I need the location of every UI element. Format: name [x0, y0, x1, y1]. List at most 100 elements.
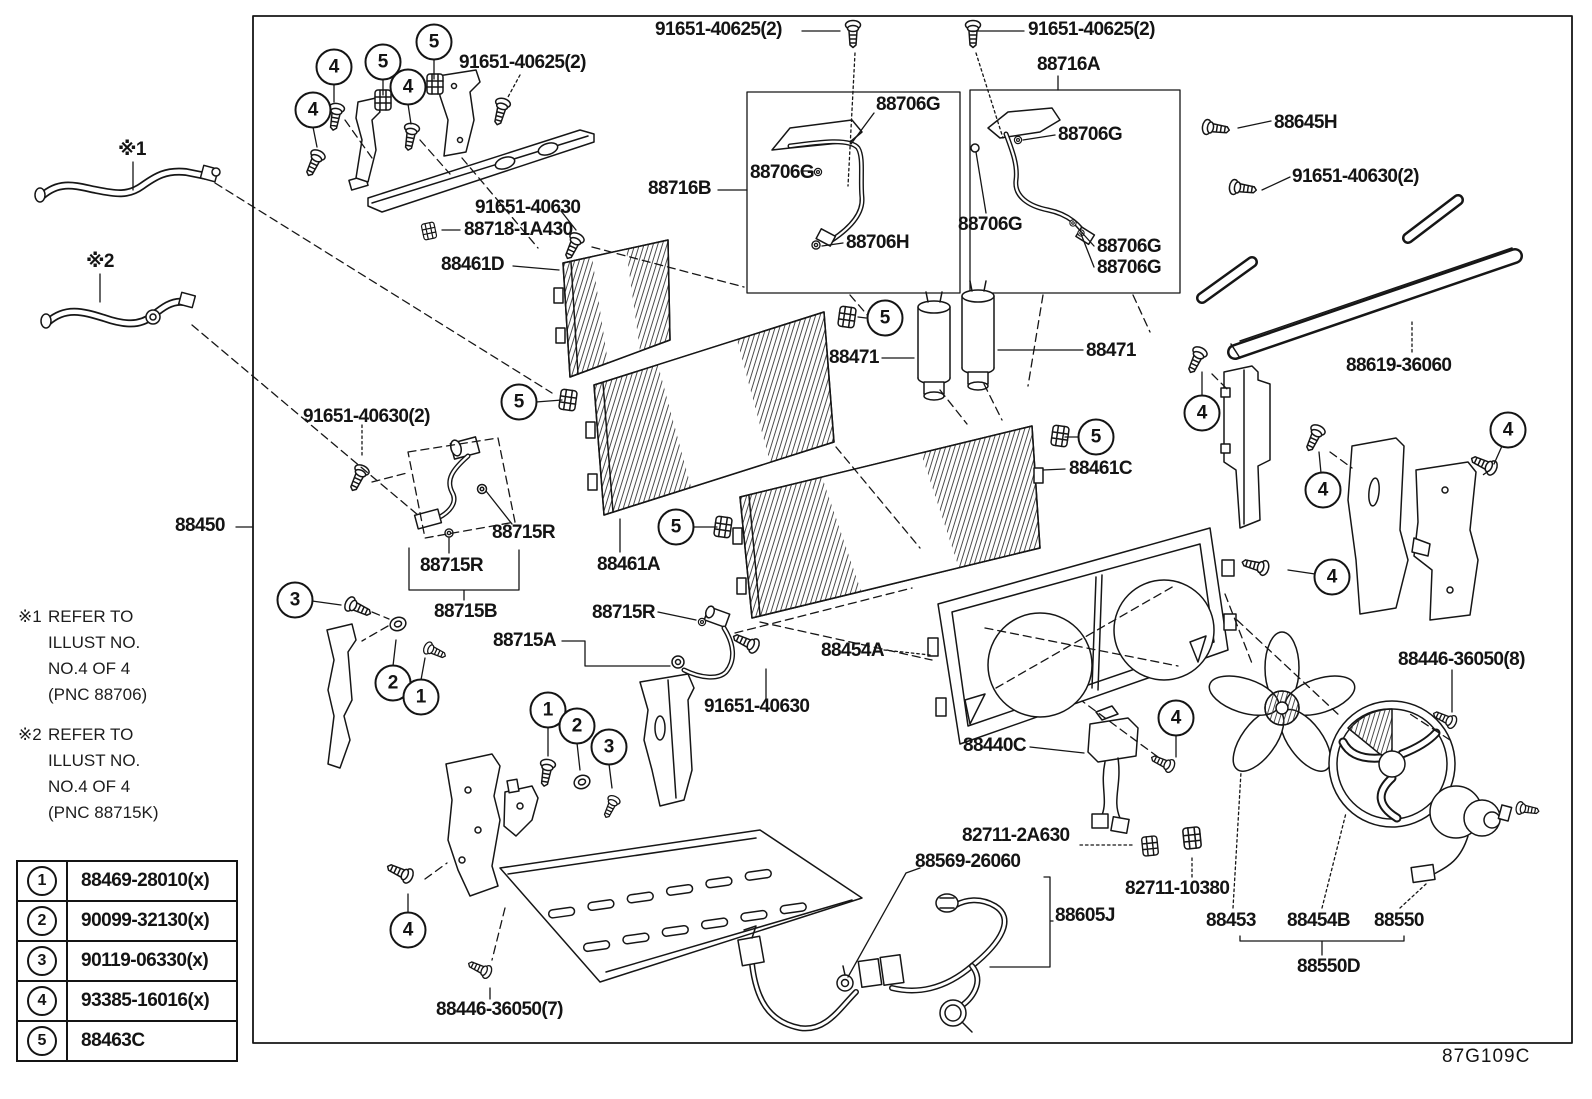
- box-88716b: [746, 91, 961, 294]
- callout-2: 2: [374, 664, 412, 702]
- part-label-88471: 88471: [829, 347, 879, 368]
- callout-5: 5: [364, 43, 402, 81]
- callout-4: 4: [1183, 394, 1221, 432]
- part-label-88716a: 88716A: [1037, 54, 1101, 75]
- part-label-88715r: 88715R: [420, 555, 484, 576]
- legend-callout-number: 4: [27, 986, 57, 1016]
- condenser-88461a: [585, 311, 835, 516]
- part-label-88446360508: 88446-36050(8): [1398, 649, 1525, 670]
- bracket-right-channel: [1220, 365, 1271, 529]
- part-label-91651406302: 91651-40630(2): [303, 406, 430, 427]
- box-88716a: [969, 89, 1181, 294]
- part-label-88550d: 88550D: [1297, 956, 1361, 977]
- part-label-88706h: 88706H: [846, 232, 910, 253]
- part-label-91651406302: 91651-40630(2): [1292, 166, 1419, 187]
- part-label-88715b: 88715B: [434, 601, 498, 622]
- part-label-9165140630: 91651-40630: [475, 197, 581, 218]
- bar-88619: [1227, 247, 1523, 360]
- part-label-88550: 88550: [1374, 910, 1424, 931]
- part-label-8856926060: 88569-26060: [915, 851, 1021, 872]
- fan-motor-88550: [1410, 706, 1541, 884]
- part-label-88715a: 88715A: [493, 630, 557, 651]
- hose-ref2: [40, 291, 197, 329]
- part-label-8861936060: 88619-36060: [1346, 355, 1452, 376]
- bolt-91651-40630-2-left: [344, 462, 372, 495]
- callout-4: 4: [389, 68, 427, 106]
- part-label-827112a630: 82711-2A630: [962, 825, 1070, 846]
- callout-5: 5: [657, 508, 695, 546]
- bolt-91651-40630-2-right: [1227, 178, 1259, 199]
- radiator-support-crossmember: [348, 129, 595, 213]
- callout-4: 4: [1157, 699, 1195, 737]
- part-label-88706g: 88706G: [1097, 257, 1162, 278]
- legend-callout-number: 2: [27, 906, 57, 936]
- legend-callout-number: 1: [27, 866, 57, 896]
- callout-4: 4: [1489, 411, 1527, 449]
- receiver-drier-right: [961, 280, 995, 391]
- part-label-88440c: 88440C: [963, 735, 1027, 756]
- callout-4: 4: [389, 911, 427, 949]
- part-label-88716b: 88716B: [648, 178, 712, 199]
- part-label-88454a: 88454A: [821, 640, 885, 661]
- callout-4: 4: [315, 48, 353, 86]
- legend-part-code: 93385-16016(x): [81, 990, 210, 1011]
- fasteners-123-left: [342, 594, 449, 663]
- diagram-code: 87G109C: [1442, 1046, 1531, 1067]
- part-label-88461a: 88461A: [597, 554, 661, 575]
- part-label-88715r: 88715R: [492, 522, 556, 543]
- part-label-9165140630: 91651-40630: [704, 696, 810, 717]
- part-label-88450: 88450: [175, 515, 225, 536]
- hose-ref1: [34, 164, 221, 203]
- ref-symbol: ※1: [18, 607, 42, 626]
- ref-symbol: ※2: [18, 725, 42, 744]
- support-bracket-upper: [437, 69, 481, 157]
- part-label-88454b: 88454B: [1287, 910, 1351, 931]
- part-label-1: ※1: [118, 139, 146, 160]
- plate-lower-left: [326, 623, 357, 769]
- fan-shroud-ring-88454b: [1328, 700, 1456, 828]
- bolt-88645h: [1200, 118, 1232, 139]
- support-bracket-left: [355, 97, 381, 183]
- condenser-88461c: [732, 425, 1044, 619]
- part-label-88446360507: 88446-36050(7): [436, 999, 563, 1020]
- part-label-88706g: 88706G: [958, 214, 1023, 235]
- callout-3: 3: [276, 581, 314, 619]
- part-label-88715r: 88715R: [592, 602, 656, 623]
- callout-3: 3: [590, 728, 628, 766]
- callout-2: 2: [558, 707, 596, 745]
- part-label-88645h: 88645H: [1274, 112, 1338, 133]
- callout-4: 4: [294, 91, 332, 129]
- part-label-88471: 88471: [1086, 340, 1136, 361]
- part-label-2: ※2: [86, 251, 114, 272]
- part-label-88605j: 88605J: [1055, 905, 1115, 926]
- callout-5: 5: [866, 299, 904, 337]
- receiver-drier-left: [917, 291, 951, 401]
- condenser-88461d: [553, 239, 671, 378]
- part-label-88706g: 88706G: [1058, 124, 1123, 145]
- wire-harness-88605j: [737, 893, 1008, 1033]
- callout-1: 1: [402, 678, 440, 716]
- bracket-right-clamp: [1411, 461, 1479, 621]
- legend-part-code: 90099-32130(x): [81, 910, 210, 931]
- part-label-91651406252: 91651-40625(2): [1028, 19, 1155, 40]
- part-label-88453: 88453: [1206, 910, 1256, 931]
- diagram-border: [252, 15, 1573, 1044]
- part-label-8271110380: 82711-10380: [1125, 878, 1230, 899]
- callout-5: 5: [1077, 418, 1115, 456]
- part-label-91651406252: 91651-40625(2): [655, 19, 782, 40]
- clips-82711: [1140, 825, 1203, 857]
- cooling-fan-88453: [1208, 631, 1356, 772]
- callout-5: 5: [415, 23, 453, 61]
- callout-4: 4: [1304, 471, 1342, 509]
- legend-callout-number: 3: [27, 946, 57, 976]
- fan-shroud-88454a: [927, 527, 1237, 745]
- bracket-center-bottom: [445, 753, 539, 897]
- part-label-88461c: 88461C: [1069, 458, 1133, 479]
- part-label-88706g: 88706G: [1097, 236, 1162, 257]
